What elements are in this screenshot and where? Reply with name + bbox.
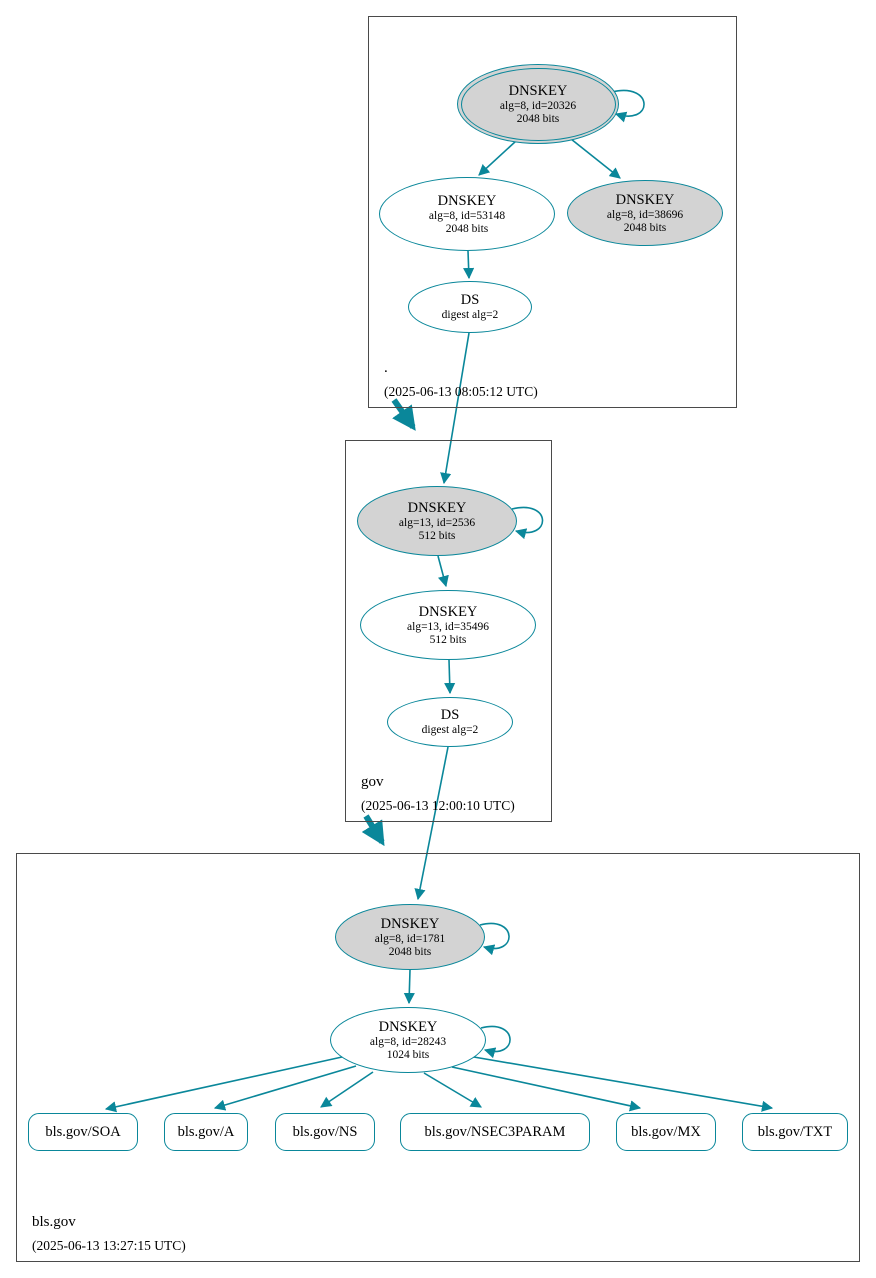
zone-label-bls: bls.gov (32, 1214, 76, 1230)
node-detail: alg=8, id=53148 (428, 209, 506, 222)
dnskey-root-ksk: DNSKEY alg=8, id=20326 2048 bits (457, 64, 619, 144)
node-bits: 2048 bits (516, 112, 560, 125)
ds-root: DS digest alg=2 (408, 281, 532, 333)
node-bits: 512 bits (418, 529, 456, 542)
dnskey-gov-zsk: DNSKEY alg=13, id=35496 512 bits (360, 590, 536, 660)
node-detail: alg=8, id=38696 (606, 208, 684, 221)
dnskey-bls-ksk: DNSKEY alg=8, id=1781 2048 bits (335, 904, 485, 970)
node-bits: 2048 bits (388, 945, 432, 958)
node-detail: alg=13, id=35496 (407, 620, 489, 633)
node-title: DS (460, 292, 480, 308)
node-title: DNSKEY (437, 192, 497, 209)
node-title: DNSKEY (418, 603, 478, 620)
node-detail: alg=8, id=28243 (369, 1035, 447, 1048)
zone-box-gov: gov (2025-06-13 12:00:10 UTC) (345, 440, 552, 822)
rrset-bls-nsec3param: bls.gov/NSEC3PARAM (400, 1113, 590, 1151)
dnskey-root-ksk-inner: DNSKEY alg=8, id=20326 2048 bits (460, 67, 616, 141)
zone-box-root: . (2025-06-13 08:05:12 UTC) (368, 16, 737, 408)
rrset-bls-txt: bls.gov/TXT (742, 1113, 848, 1151)
node-title: DNSKEY (380, 915, 440, 932)
zone-label-root: . (384, 360, 388, 376)
rrset-bls-mx: bls.gov/MX (616, 1113, 716, 1151)
rrset-bls-ns: bls.gov/NS (275, 1113, 375, 1151)
node-detail: digest alg=2 (421, 724, 479, 736)
node-detail: alg=13, id=2536 (398, 516, 476, 529)
node-title: DNSKEY (615, 191, 675, 208)
zone-timestamp-gov: (2025-06-13 12:00:10 UTC) (361, 798, 515, 813)
node-bits: 512 bits (429, 633, 467, 646)
rrset-bls-a: bls.gov/A (164, 1113, 248, 1151)
node-detail: alg=8, id=20326 (499, 99, 577, 112)
dnskey-root-zsk: DNSKEY alg=8, id=53148 2048 bits (379, 177, 555, 251)
node-title: DS (440, 707, 460, 723)
dnskey-gov-ksk: DNSKEY alg=13, id=2536 512 bits (357, 486, 517, 556)
node-bits: 1024 bits (386, 1048, 430, 1061)
dnskey-bls-zsk: DNSKEY alg=8, id=28243 1024 bits (330, 1007, 486, 1073)
node-bits: 2048 bits (445, 222, 489, 235)
node-detail: alg=8, id=1781 (374, 932, 446, 945)
node-title: DNSKEY (407, 499, 467, 516)
zone-label-gov: gov (361, 774, 384, 790)
dnskey-root-standby: DNSKEY alg=8, id=38696 2048 bits (567, 180, 723, 246)
zone-box-bls: bls.gov (2025-06-13 13:27:15 UTC) (16, 853, 860, 1262)
node-title: DNSKEY (508, 82, 568, 99)
ds-gov: DS digest alg=2 (387, 697, 513, 747)
rrset-bls-soa: bls.gov/SOA (28, 1113, 138, 1151)
node-title: DNSKEY (378, 1018, 438, 1035)
node-detail: digest alg=2 (441, 309, 499, 321)
zone-timestamp-bls: (2025-06-13 13:27:15 UTC) (32, 1238, 186, 1253)
node-bits: 2048 bits (623, 221, 667, 234)
zone-timestamp-root: (2025-06-13 08:05:12 UTC) (384, 384, 538, 399)
